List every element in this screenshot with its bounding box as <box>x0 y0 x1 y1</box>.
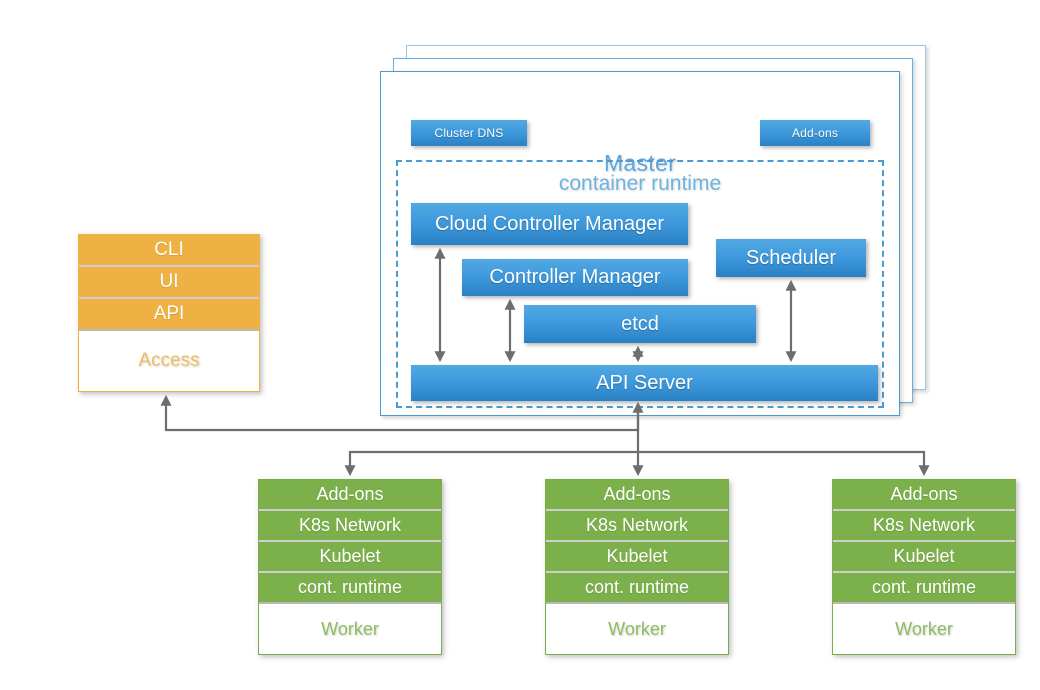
etcd-label: etcd <box>621 312 659 335</box>
worker-2-row-network[interactable]: K8s Network <box>546 511 728 542</box>
worker-1-row-kubelet-label: Kubelet <box>319 546 381 566</box>
access-row-api[interactable]: API <box>79 299 259 331</box>
access-row-cli[interactable]: CLI <box>79 235 259 267</box>
worker-1-row-addons[interactable]: Add-ons <box>259 480 441 511</box>
master-title: Master <box>603 150 677 176</box>
worker-3-row-runtime-label: cont. runtime <box>871 577 977 597</box>
master-addons-box[interactable]: Add-ons <box>760 120 870 146</box>
access-row-cli-label: CLI <box>154 239 184 260</box>
controller-manager-box[interactable]: Controller Manager <box>462 259 688 296</box>
worker-3-row-runtime[interactable]: cont. runtime <box>833 573 1015 604</box>
container-runtime-label: container runtime <box>558 172 722 195</box>
worker-2-row-runtime[interactable]: cont. runtime <box>546 573 728 604</box>
worker-node-3[interactable]: Add-ons K8s Network Kubelet cont. runtim… <box>832 479 1016 655</box>
worker-3-footer: Worker <box>833 604 1015 654</box>
worker-3-row-network[interactable]: K8s Network <box>833 511 1015 542</box>
cluster-dns-box[interactable]: Cluster DNS <box>411 120 527 146</box>
scheduler-label: Scheduler <box>745 246 837 269</box>
worker-3-row-kubelet[interactable]: Kubelet <box>833 542 1015 573</box>
worker-1-row-runtime-label: cont. runtime <box>297 577 403 597</box>
worker-2-row-addons-label: Add-ons <box>603 484 671 504</box>
worker-2-footer-label: Worker <box>608 618 666 639</box>
access-footer-label: Access <box>138 350 200 371</box>
cloud-controller-manager-label: Cloud Controller Manager <box>434 212 664 235</box>
access-stack[interactable]: CLI UI API Access <box>78 234 260 392</box>
worker-node-1[interactable]: Add-ons K8s Network Kubelet cont. runtim… <box>258 479 442 655</box>
arrow-apiserver-worker-1 <box>344 450 638 477</box>
worker-3-row-kubelet-label: Kubelet <box>893 546 955 566</box>
worker-3-row-addons-label: Add-ons <box>890 484 958 504</box>
worker-2-row-addons[interactable]: Add-ons <box>546 480 728 511</box>
worker-1-footer-label: Worker <box>321 618 379 639</box>
worker-2-row-network-label: K8s Network <box>585 515 689 535</box>
access-row-ui[interactable]: UI <box>79 267 259 299</box>
api-server-label: API Server <box>596 371 693 394</box>
worker-3-footer-label: Worker <box>895 618 953 639</box>
arrow-apiserver-worker-3 <box>638 450 930 477</box>
worker-1-row-kubelet[interactable]: Kubelet <box>259 542 441 573</box>
master-addons-label: Add-ons <box>791 126 839 140</box>
worker-2-row-runtime-label: cont. runtime <box>584 577 690 597</box>
scheduler-box[interactable]: Scheduler <box>716 239 866 277</box>
worker-1-row-runtime[interactable]: cont. runtime <box>259 573 441 604</box>
access-footer: Access <box>79 331 259 391</box>
worker-1-row-network[interactable]: K8s Network <box>259 511 441 542</box>
worker-3-row-addons[interactable]: Add-ons <box>833 480 1015 511</box>
etcd-box[interactable]: etcd <box>524 305 756 343</box>
cloud-controller-manager-box[interactable]: Cloud Controller Manager <box>411 203 688 245</box>
worker-node-2[interactable]: Add-ons K8s Network Kubelet cont. runtim… <box>545 479 729 655</box>
worker-3-row-network-label: K8s Network <box>872 515 976 535</box>
worker-2-row-kubelet-label: Kubelet <box>606 546 668 566</box>
access-row-ui-label: UI <box>159 271 179 292</box>
worker-1-footer: Worker <box>259 604 441 654</box>
worker-1-row-network-label: K8s Network <box>298 515 402 535</box>
worker-1-row-addons-label: Add-ons <box>316 484 384 504</box>
worker-2-footer: Worker <box>546 604 728 654</box>
cluster-dns-label: Cluster DNS <box>434 126 504 140</box>
access-row-api-label: API <box>153 303 185 324</box>
worker-2-row-kubelet[interactable]: Kubelet <box>546 542 728 573</box>
api-server-box[interactable]: API Server <box>411 365 878 401</box>
controller-manager-label: Controller Manager <box>489 266 661 288</box>
